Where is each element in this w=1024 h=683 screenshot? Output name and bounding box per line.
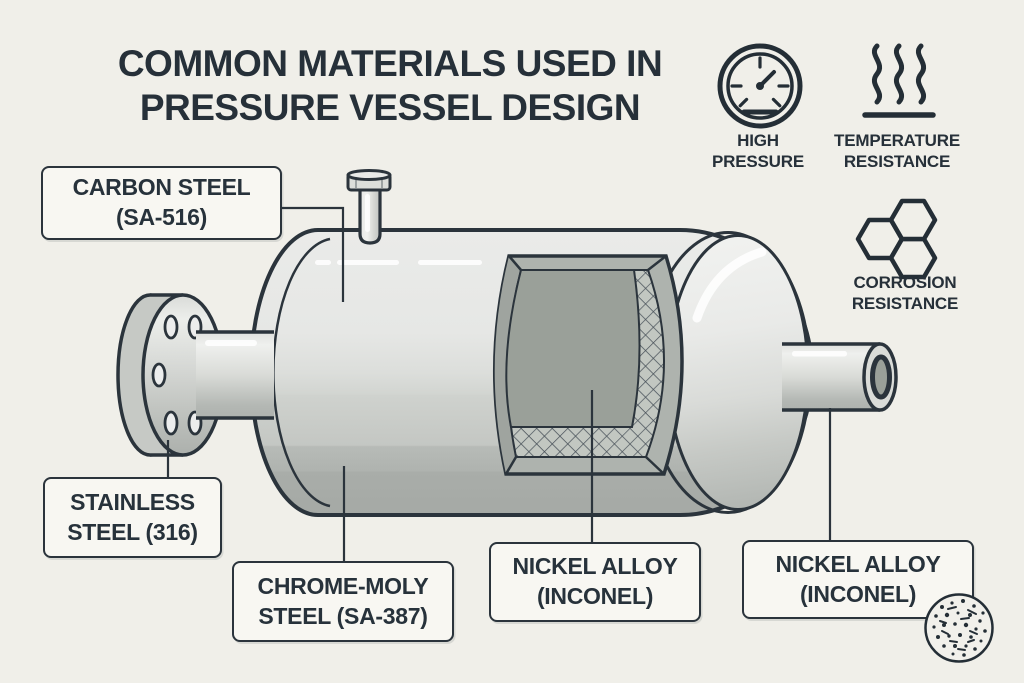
honeycomb-icon [855,198,938,280]
temperature-resistance-label-line1: TEMPERATURE [834,131,960,150]
label-stainless-steel: STAINLESS STEEL (316) [43,477,222,558]
vessel-right-head [644,231,812,514]
page-title: COMMON MATERIALS USED IN PRESSURE VESSEL… [40,42,740,131]
temperature-resistance-label: TEMPERATURE RESISTANCE [830,130,964,173]
pressure-gauge-icon [717,43,803,129]
label-nickel-center-line1: NICKEL ALLOY [512,553,678,580]
label-chrome-moly-line2: STEEL (SA-387) [258,602,428,629]
connector-carbon-steel [279,206,345,302]
title-line-1: COMMON MATERIALS USED IN [117,43,663,84]
head-highlight [692,247,767,323]
heat-waves-icon [862,43,936,118]
label-nickel-right-line1: NICKEL ALLOY [775,550,941,577]
label-carbon-steel: CARBON STEEL (SA-516) [41,166,282,240]
high-pressure-label: HIGH PRESSURE [700,130,816,173]
connector-lines [166,206,832,562]
label-carbon-steel-line1: CARBON STEEL [72,174,251,201]
shell-highlight-streaks [315,260,482,265]
left-nozzle-pipe [196,330,274,420]
left-flange [116,293,274,457]
label-nickel-right-line2: (INCONEL) [799,580,917,607]
right-nozzle [782,342,898,412]
label-stainless-steel-line2: STEEL (316) [67,518,198,545]
label-chrome-moly-line1: CHROME-MOLY [257,572,429,599]
high-pressure-label-line2: PRESSURE [712,152,804,172]
cutaway-section [492,254,684,476]
label-stainless-steel-line1: STAINLESS [70,488,195,515]
corrosion-resistance-label: CORROSION RESISTANCE [840,272,970,315]
label-chrome-moly-steel: CHROME-MOLY STEEL (SA-387) [232,561,454,642]
top-nozzle [346,169,392,245]
corrosion-resistance-label-line1: CORROSION [853,273,957,292]
label-carbon-steel-line2: (SA-516) [116,204,207,230]
label-nickel-alloy-center: NICKEL ALLOY (INCONEL) [489,542,701,622]
title-line-2: PRESSURE VESSEL DESIGN [139,87,641,129]
material-grain-stamp [924,593,994,663]
vessel-interior [505,269,641,428]
high-pressure-label-line1: HIGH [737,131,779,150]
corrosion-resistance-label-line2: RESISTANCE [851,294,959,314]
label-nickel-center-line2: (INCONEL) [536,583,654,609]
temperature-resistance-label-line2: RESISTANCE [843,152,951,172]
